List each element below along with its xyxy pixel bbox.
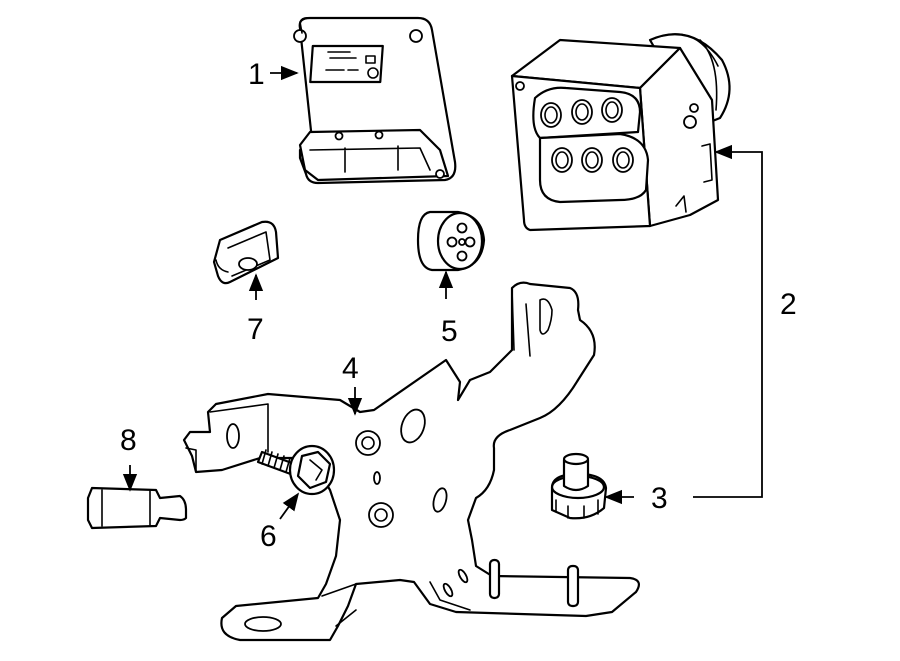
callout-7: 7 <box>247 313 264 346</box>
callout-3: 3 <box>651 482 668 515</box>
leader-lines <box>122 65 763 520</box>
callout-2: 2 <box>780 288 797 321</box>
hydraulic-unit <box>510 33 731 232</box>
callout-4: 4 <box>342 352 359 385</box>
control-module <box>293 16 457 185</box>
bolt <box>256 444 336 496</box>
callout-1: 1 <box>248 58 265 91</box>
insulator <box>416 210 486 272</box>
callout-6: 6 <box>260 520 277 553</box>
callout-8: 8 <box>120 424 137 457</box>
clip <box>212 220 280 285</box>
connector <box>86 486 188 530</box>
callout-5: 5 <box>441 315 458 348</box>
bracket <box>182 281 640 642</box>
sensor <box>550 452 608 520</box>
